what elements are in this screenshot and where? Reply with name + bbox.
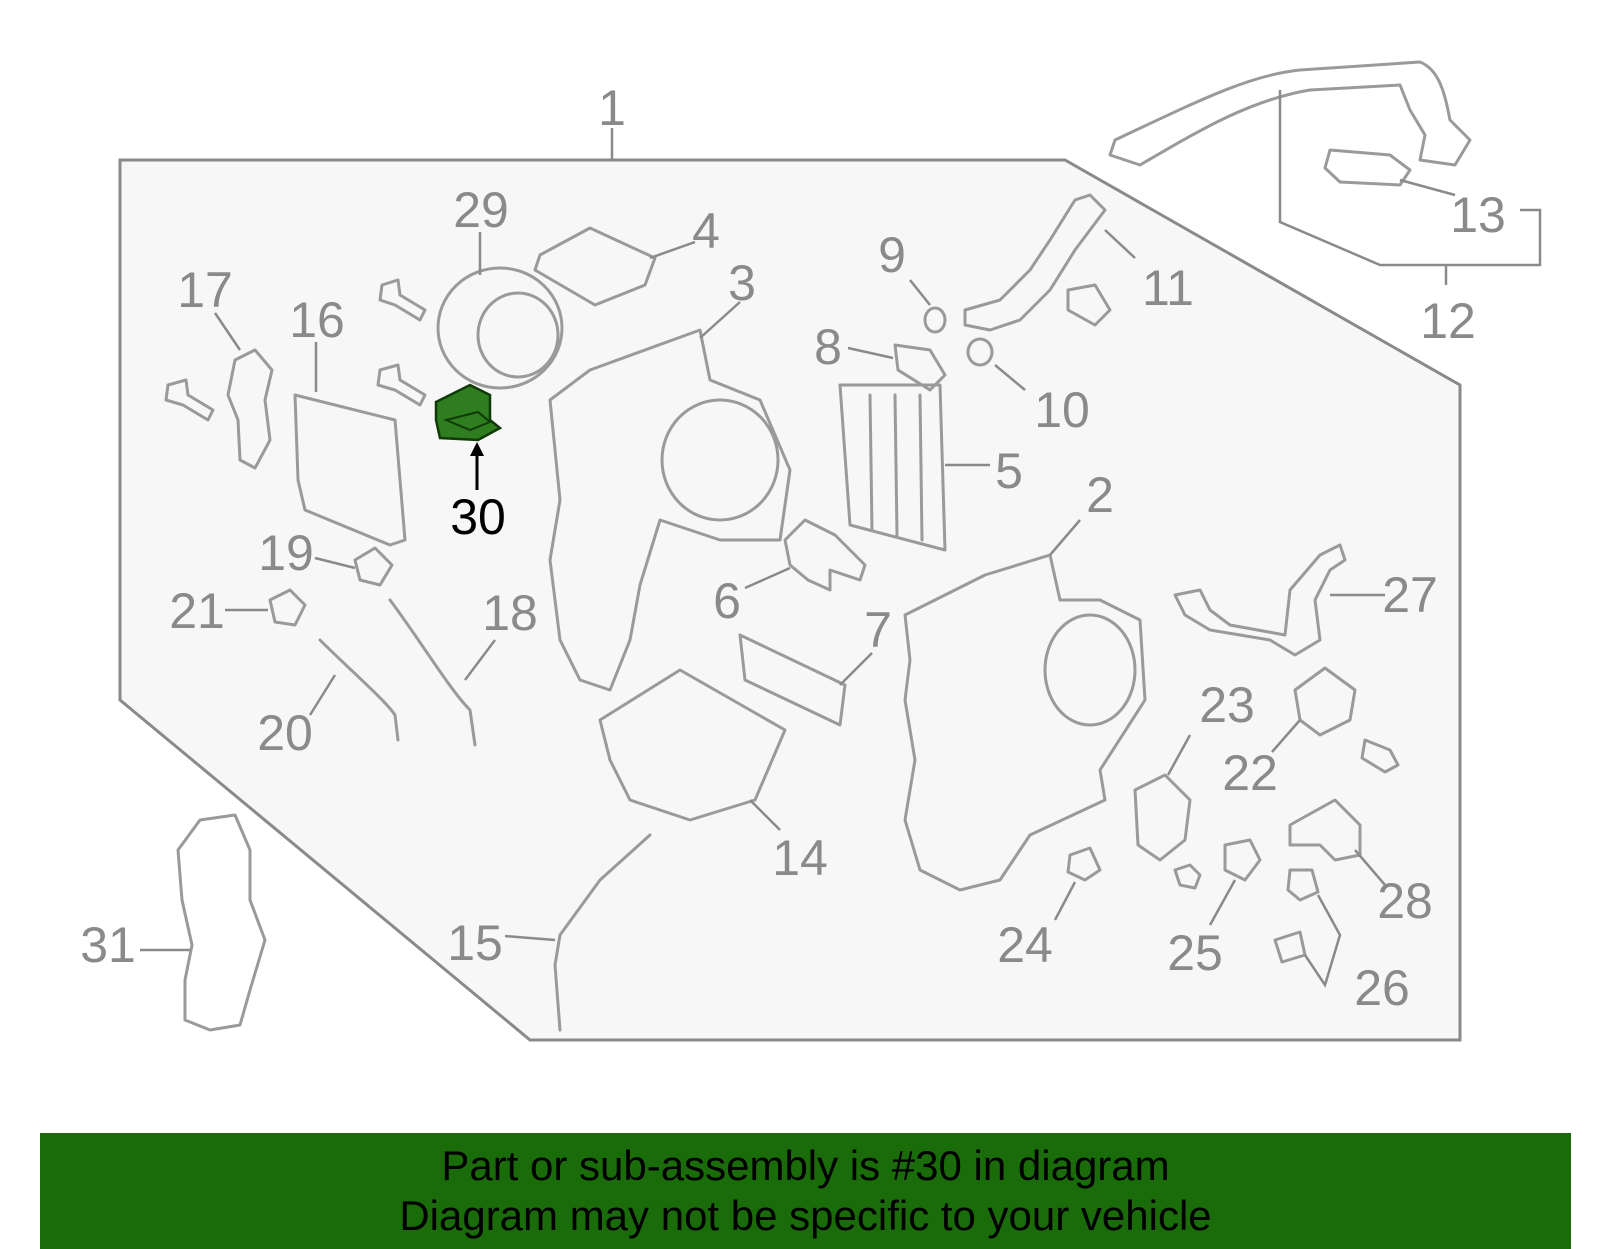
callout-5: 5 <box>995 443 1023 499</box>
part-15-hose <box>553 833 652 1032</box>
assembly-panel <box>118 158 1462 1042</box>
callout-16: 16 <box>289 292 345 348</box>
callout-11: 11 <box>1142 260 1194 316</box>
callout-13: 13 <box>1450 187 1506 243</box>
callout-21: 21 <box>169 583 225 639</box>
part-19-clamp <box>353 546 394 587</box>
part-21-clamp <box>268 588 307 627</box>
part-6-door <box>783 518 867 592</box>
part-4-cover <box>533 226 696 307</box>
part-11-pipe <box>963 193 1107 332</box>
callout-20: 20 <box>257 705 313 761</box>
part-20-hose <box>318 638 400 742</box>
callout-2: 2 <box>1086 467 1114 523</box>
part-17-bracket <box>226 348 274 470</box>
bolt-d <box>1173 863 1202 890</box>
callout-15: 15 <box>447 915 503 971</box>
bolt-a <box>378 278 427 322</box>
part-23-actuator <box>1133 773 1192 862</box>
callout-10: 10 <box>1034 382 1090 438</box>
bolt-e <box>1360 738 1400 774</box>
part-31-duct <box>140 813 267 1032</box>
callout-29: 29 <box>453 182 509 238</box>
callout-22: 22 <box>1222 745 1278 801</box>
part-28-bracket <box>1288 798 1362 862</box>
part-24-plug <box>1066 846 1102 882</box>
callout-1: 1 <box>598 80 626 136</box>
part-26-grommet-a <box>1286 868 1320 902</box>
callout-28: 28 <box>1377 873 1433 929</box>
part-11-clip <box>1066 283 1112 327</box>
callout-14: 14 <box>772 830 828 886</box>
callout-3: 3 <box>728 255 756 311</box>
callout-4: 4 <box>692 203 720 259</box>
part-12-harness <box>1108 60 1542 285</box>
part-25-sensor <box>1223 838 1262 882</box>
callout-18: 18 <box>482 585 538 641</box>
callout-27: 27 <box>1382 567 1438 623</box>
callout-12: 12 <box>1420 293 1476 349</box>
part-3-housing <box>548 301 792 692</box>
part-7-filter <box>738 633 847 727</box>
callout-24: 24 <box>997 917 1053 973</box>
disclaimer-line-1: Part or sub-assembly is #30 in diagram <box>441 1142 1170 1189</box>
callout-25: 25 <box>1167 925 1223 981</box>
callout-23: 23 <box>1199 677 1255 733</box>
callout-19: 19 <box>258 525 314 581</box>
callout-31: 31 <box>80 917 136 973</box>
part-27-harness <box>1173 543 1385 657</box>
callout-7: 7 <box>864 602 892 658</box>
disclaimer-line-2: Diagram may not be specific to your vehi… <box>399 1192 1212 1239</box>
callout-26: 26 <box>1354 960 1410 1016</box>
disclaimer-banner: Part or sub-assembly is #30 in diagram D… <box>40 1133 1571 1249</box>
callout-17: 17 <box>177 262 233 318</box>
callout-9: 9 <box>878 227 906 283</box>
part-16-heater-core <box>293 342 407 547</box>
part-18-hose <box>388 598 477 747</box>
bolt-c <box>164 378 215 422</box>
part-9-oring <box>923 306 947 334</box>
part-8-valve <box>893 343 947 392</box>
callout-8: 8 <box>814 319 842 375</box>
bolt-b <box>376 363 427 407</box>
part-30-highlighted[interactable] <box>434 383 503 490</box>
part-10-oring <box>966 337 994 367</box>
part-5-evaporator <box>838 383 990 552</box>
callout-30[interactable]: 30 <box>450 489 506 545</box>
part-29-blower <box>436 232 564 390</box>
part-2-main-housing <box>903 519 1147 892</box>
callout-6: 6 <box>713 573 741 629</box>
part-14-case <box>598 668 787 831</box>
